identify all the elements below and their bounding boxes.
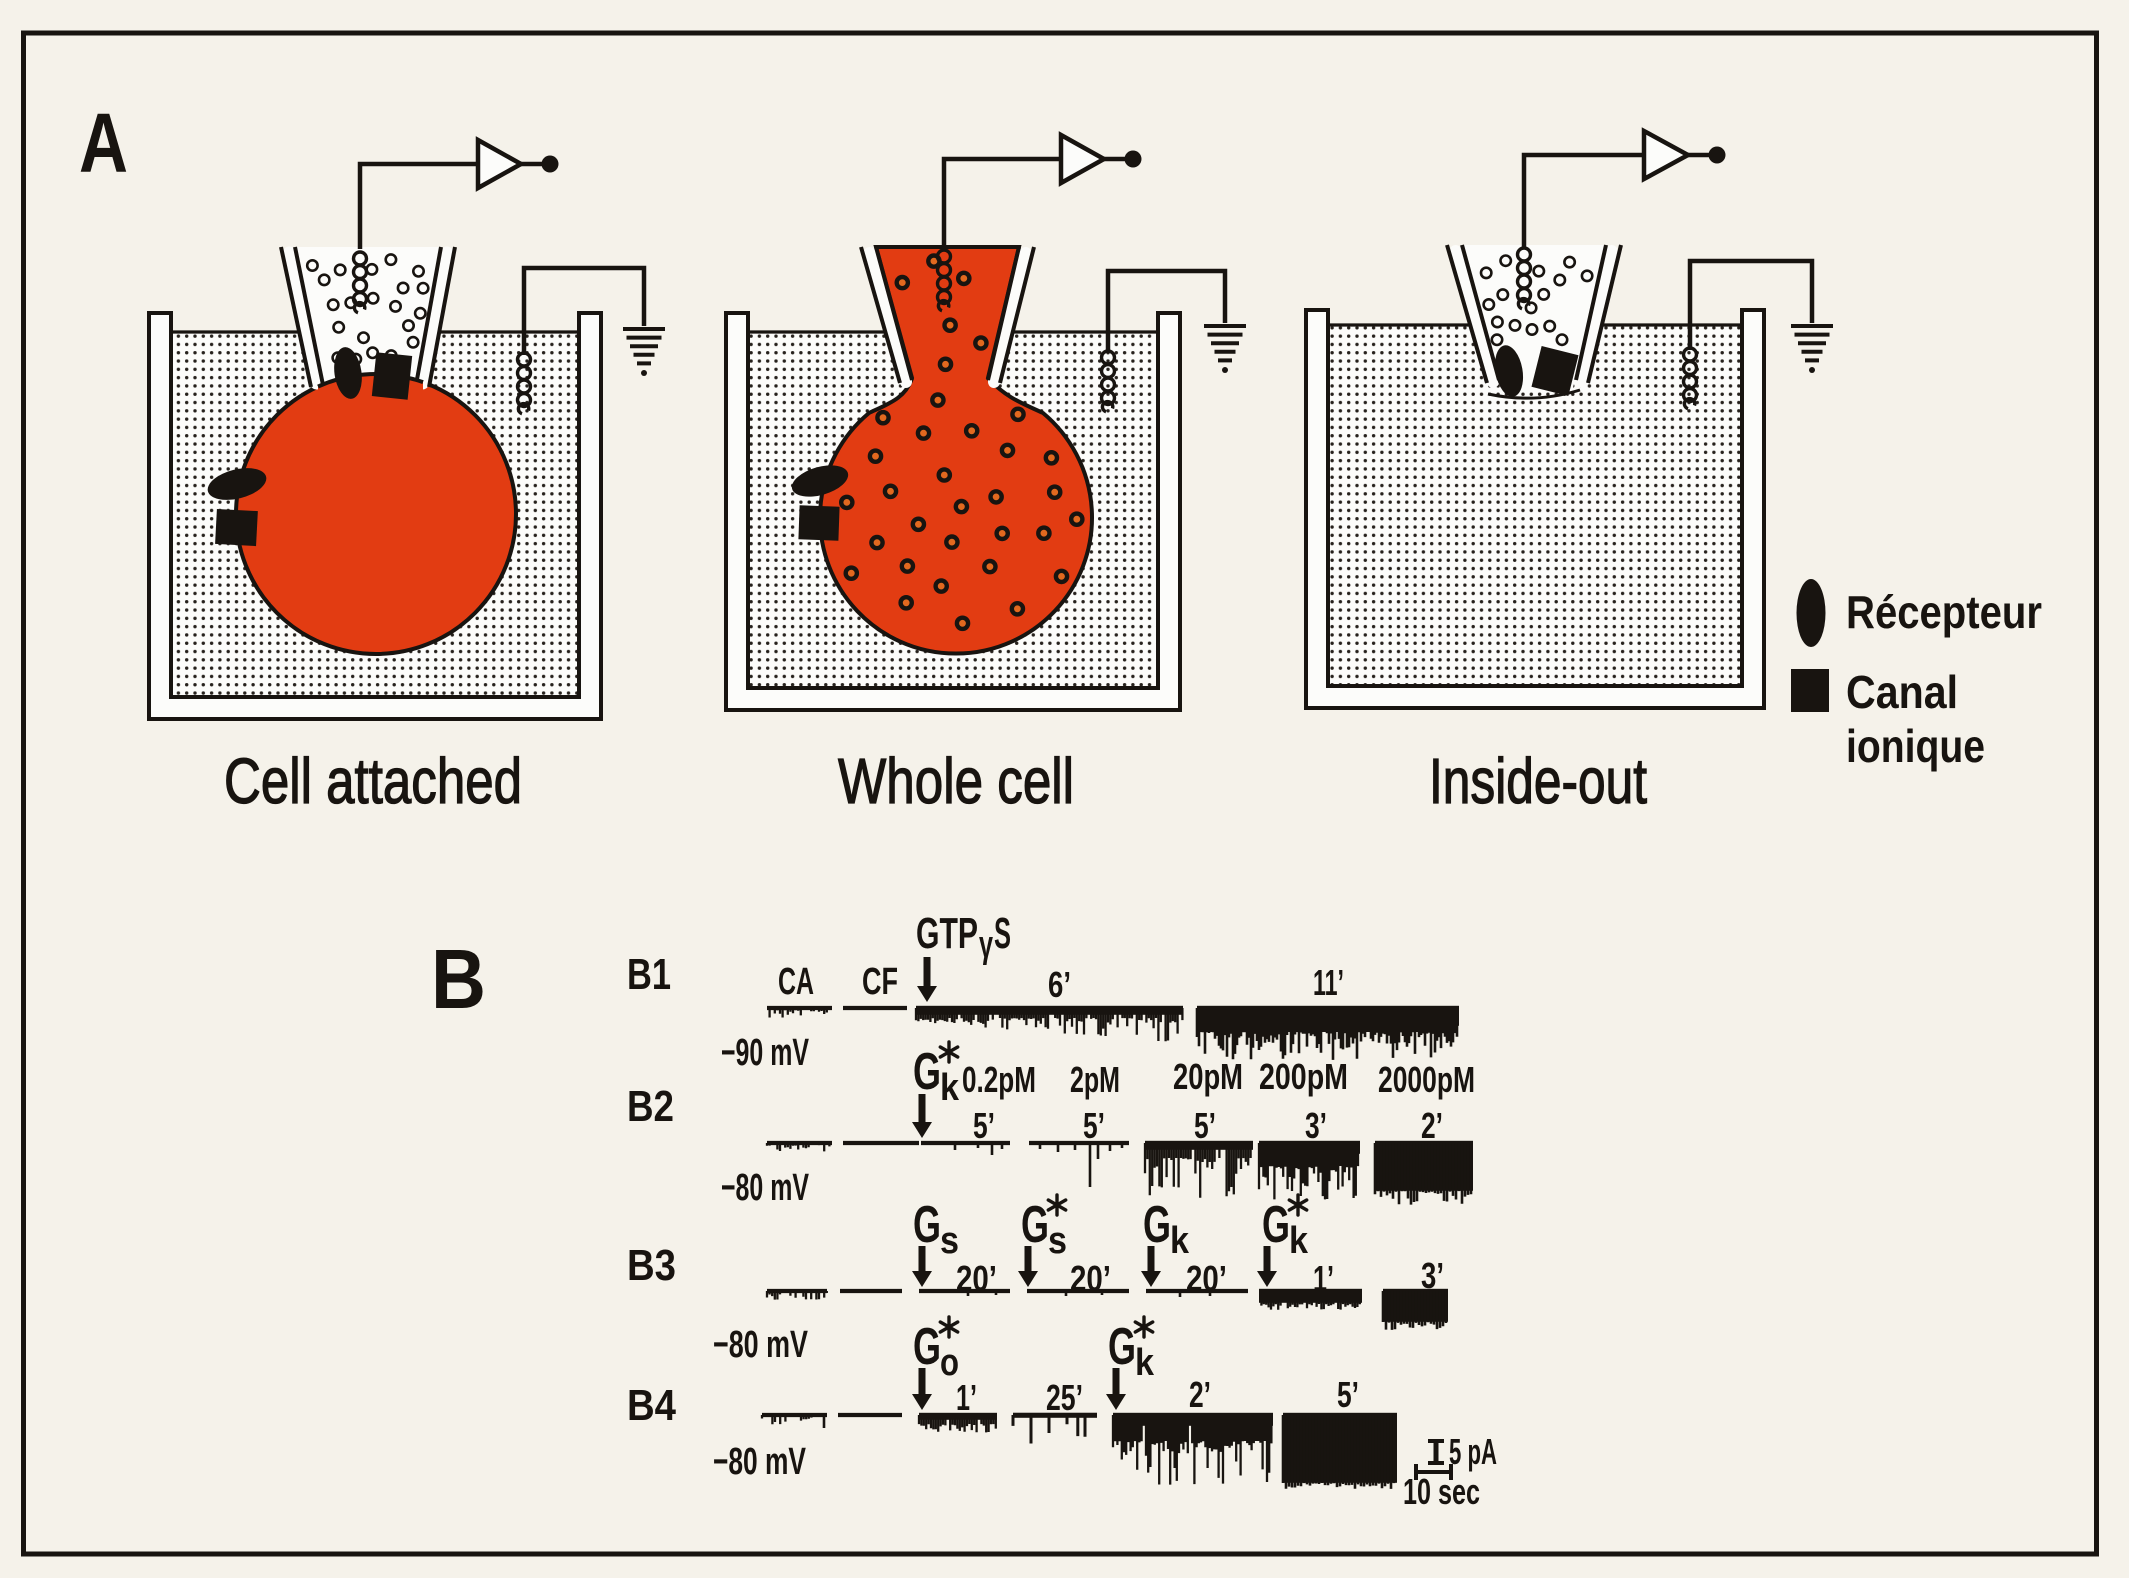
- svg-text:1’: 1’: [1313, 1258, 1334, 1299]
- svg-text:20pM: 20pM: [1173, 1056, 1243, 1097]
- svg-text:G: G: [1262, 1196, 1290, 1254]
- svg-text:γ: γ: [979, 924, 993, 966]
- svg-text:10 sec: 10 sec: [1403, 1471, 1480, 1512]
- svg-text:−80 mV: −80 mV: [713, 1441, 806, 1483]
- svg-text:1’: 1’: [956, 1377, 977, 1418]
- svg-text:s: s: [940, 1220, 959, 1262]
- svg-text:3’: 3’: [1305, 1105, 1327, 1146]
- svg-text:−80 mV: −80 mV: [713, 1324, 808, 1366]
- svg-text:ionique: ionique: [1846, 720, 1985, 772]
- svg-text:A: A: [79, 96, 128, 190]
- svg-text:−80 mV: −80 mV: [721, 1167, 809, 1209]
- svg-text:Inside-out: Inside-out: [1429, 745, 1647, 817]
- svg-text:B: B: [431, 932, 486, 1026]
- svg-text:200pM: 200pM: [1259, 1056, 1348, 1097]
- svg-text:G: G: [913, 1196, 941, 1254]
- svg-text:G: G: [913, 1043, 941, 1101]
- svg-text:5’: 5’: [973, 1105, 995, 1146]
- svg-text:B4: B4: [627, 1381, 676, 1430]
- svg-text:B1: B1: [627, 950, 671, 999]
- svg-text:5’: 5’: [1194, 1105, 1216, 1146]
- svg-text:5 pA: 5 pA: [1449, 1431, 1497, 1472]
- svg-text:G: G: [913, 1318, 941, 1376]
- svg-text:5’: 5’: [1337, 1374, 1359, 1415]
- svg-text:−90 mV: −90 mV: [721, 1032, 809, 1074]
- svg-text:2’: 2’: [1189, 1374, 1211, 1415]
- svg-text:B2: B2: [627, 1082, 674, 1131]
- svg-text:2’: 2’: [1421, 1105, 1443, 1146]
- svg-text:o: o: [940, 1342, 959, 1384]
- svg-text:k: k: [1170, 1220, 1190, 1262]
- svg-text:k: k: [1289, 1220, 1309, 1262]
- svg-text:Récepteur: Récepteur: [1846, 586, 2042, 638]
- svg-text:s: s: [1048, 1220, 1067, 1262]
- svg-text:GTP: GTP: [916, 909, 978, 958]
- svg-text:B3: B3: [627, 1241, 676, 1290]
- svg-text:k: k: [1135, 1342, 1155, 1384]
- svg-text:0.2pM: 0.2pM: [962, 1059, 1036, 1100]
- svg-text:Whole cell: Whole cell: [838, 745, 1074, 817]
- svg-text:6’: 6’: [1048, 964, 1071, 1005]
- svg-text:G: G: [1021, 1196, 1049, 1254]
- svg-text:11’: 11’: [1313, 962, 1344, 1003]
- svg-text:k: k: [940, 1067, 960, 1109]
- svg-text:Canal: Canal: [1846, 666, 1958, 718]
- svg-text:25’: 25’: [1046, 1377, 1083, 1418]
- svg-text:5’: 5’: [1083, 1105, 1105, 1146]
- svg-text:G: G: [1108, 1318, 1136, 1376]
- svg-text:CA: CA: [778, 961, 814, 1003]
- svg-text:2pM: 2pM: [1070, 1059, 1120, 1100]
- svg-text:G: G: [1143, 1196, 1171, 1254]
- svg-text:3’: 3’: [1421, 1255, 1444, 1296]
- svg-text:CF: CF: [862, 961, 898, 1003]
- svg-text:S: S: [994, 909, 1011, 958]
- svg-text:2000pM: 2000pM: [1378, 1059, 1475, 1100]
- svg-text:Cell attached: Cell attached: [224, 745, 522, 817]
